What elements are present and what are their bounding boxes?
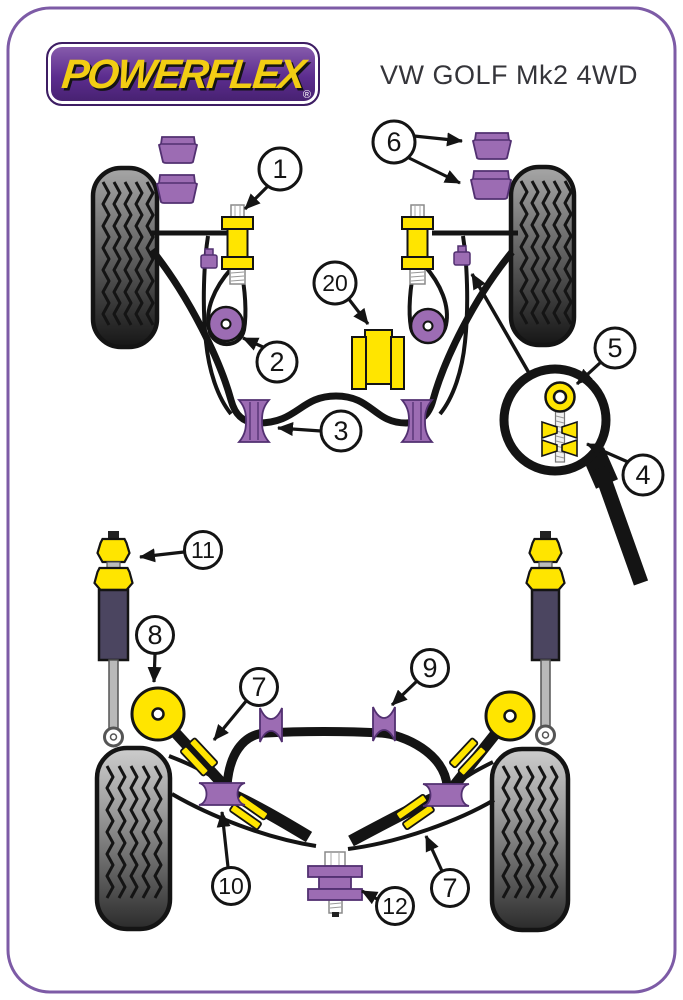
front-axle-diagram: 1 6 20 2 3 <box>90 119 665 586</box>
bolt-head <box>410 204 425 218</box>
vehicle-title: VW GOLF Mk2 4WD <box>379 60 638 90</box>
tire-tread <box>501 765 559 899</box>
callout-3: 3 <box>277 409 363 453</box>
callout-10-number: 10 <box>218 873 244 899</box>
right-lower-line <box>347 798 496 851</box>
magnifier <box>499 364 649 586</box>
callout-10: 10 <box>211 811 251 906</box>
brand-name: POWERFLEX <box>59 50 307 97</box>
tire-tread <box>101 181 155 326</box>
clamp-bush-left-upper <box>180 737 218 777</box>
beam-mount-bush-right <box>422 783 470 807</box>
exhaust-mount-bush <box>307 851 363 917</box>
shock-body <box>530 588 561 662</box>
magnifier-handle <box>592 465 649 586</box>
callout-6-number: 6 <box>386 127 401 157</box>
rear-right-tire <box>489 746 571 933</box>
left-wishbone-loop <box>206 267 248 346</box>
front-mount-bush-left <box>221 204 254 285</box>
bump-stop-left-upper <box>157 136 199 164</box>
bump-stop-left-lower <box>155 174 199 204</box>
clamp-bush-right-lower <box>395 793 435 831</box>
front-right-tire <box>508 164 577 348</box>
bolt-thread <box>328 899 343 914</box>
mount-stud <box>540 531 551 538</box>
trailing-arm-pivot-right <box>484 690 536 742</box>
steering-rack-mount <box>351 329 405 390</box>
callout-1-number: 1 <box>272 154 287 184</box>
shock-rod <box>540 659 551 728</box>
callout-7-right: 7 <box>424 835 470 908</box>
magnifier-location-arrow <box>470 273 535 381</box>
bolt-head <box>230 204 245 218</box>
callout-11-number: 11 <box>191 537 215 563</box>
link-bush-right <box>453 245 471 266</box>
rear-anti-roll-bar <box>222 727 452 787</box>
callout-8: 8 <box>135 615 175 683</box>
rear-arb-bush-left <box>259 707 283 743</box>
rear-shock-left <box>93 531 134 748</box>
wishbone-rear-bush-left <box>207 305 245 343</box>
eye-bolt-bush <box>544 381 576 413</box>
clamp-bush-right-upper <box>449 737 487 777</box>
trailing-arm-pivot-left <box>130 686 186 742</box>
shock-rod <box>108 659 119 730</box>
front-mount-bush-right <box>401 204 434 285</box>
callout-9-number: 9 <box>422 653 437 683</box>
arb-bush-left <box>237 399 271 443</box>
clamp-bush-left-lower <box>229 793 269 831</box>
registered-trademark-icon: ® <box>302 89 311 101</box>
callout-7-right-number: 7 <box>442 873 457 903</box>
callout-6: 6 <box>371 119 463 185</box>
bump-stop-right-lower <box>469 170 513 200</box>
shock-top-mount-lower <box>93 566 134 592</box>
arb-bush-right <box>400 399 434 443</box>
callout-7-number: 7 <box>251 672 266 702</box>
rear-axle-diagram: 11 8 7 9 10 <box>93 530 571 933</box>
callout-11: 11 <box>139 530 223 570</box>
beam-mount-bush-left <box>198 782 246 806</box>
tire-tread <box>105 765 163 899</box>
callout-20-number: 20 <box>322 270 348 296</box>
callout-20: 20 <box>312 260 370 325</box>
shock-top-mount-lower <box>525 566 566 592</box>
link-bush-left <box>200 248 218 269</box>
rear-shock-right <box>525 531 566 746</box>
front-left-tire <box>90 165 160 350</box>
powerflex-logo: POWERFLEX ® <box>46 42 320 106</box>
callout-1: 1 <box>243 146 303 211</box>
shock-top-mount <box>96 537 131 564</box>
callout-2-number: 2 <box>269 347 284 377</box>
callout-8-number: 8 <box>147 620 162 650</box>
callout-7-left: 7 <box>212 667 279 742</box>
bolt-head <box>324 851 346 867</box>
shock-body <box>97 588 130 662</box>
callout-4-number: 4 <box>635 460 650 490</box>
callout-4: 4 <box>586 442 665 497</box>
front-anti-roll-bar <box>149 247 515 427</box>
bump-stop-right-upper <box>471 132 513 160</box>
left-lower-line <box>170 792 317 848</box>
callout-12-number: 12 <box>382 893 408 919</box>
callout-3-number: 3 <box>333 416 348 446</box>
callout-12: 12 <box>361 886 415 926</box>
callout-2: 2 <box>242 336 299 384</box>
callout-9: 9 <box>390 648 450 707</box>
callout-5: 5 <box>575 326 637 386</box>
cone-washers <box>541 420 578 458</box>
tire-tread <box>519 180 573 325</box>
mount-stud <box>108 531 119 538</box>
rear-arb-bush-right <box>372 706 396 742</box>
wishbone-rear-bush-right <box>409 307 447 345</box>
shock-top-mount <box>528 537 563 564</box>
callout-5-number: 5 <box>607 333 622 363</box>
rear-left-tire <box>94 745 173 932</box>
